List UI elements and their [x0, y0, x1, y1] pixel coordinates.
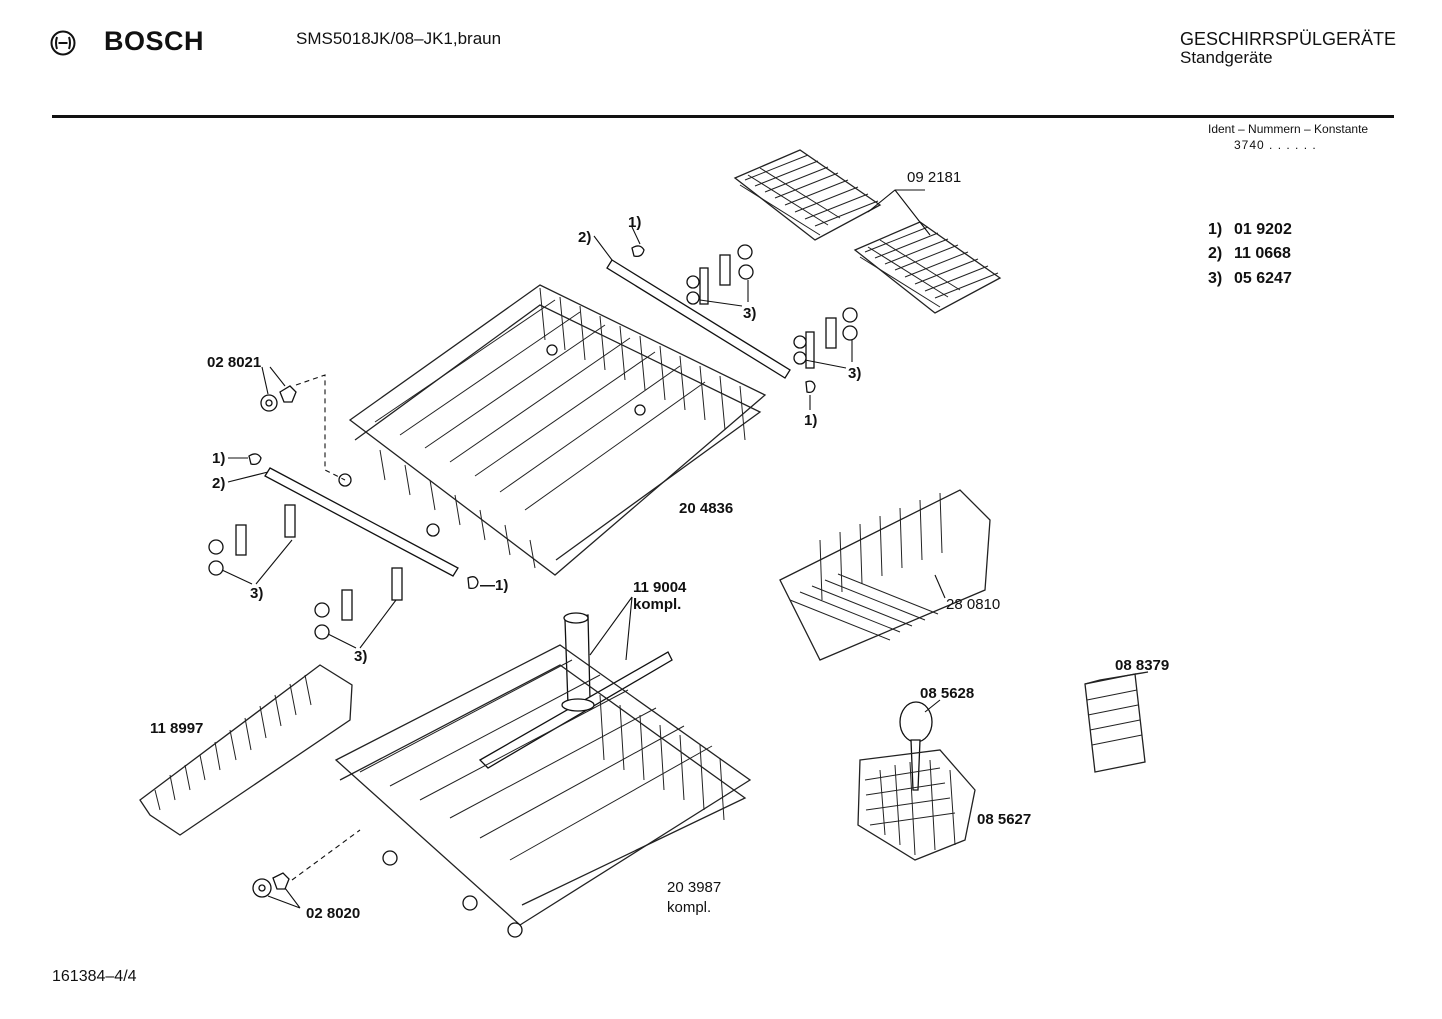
- legend-number: 1): [1208, 221, 1223, 238]
- roller-bracket-part[interactable]: [686, 244, 754, 305]
- brand-logo-text: BOSCH: [104, 26, 205, 56]
- part-label: 09 2181: [907, 169, 961, 186]
- callout-3: 3): [743, 305, 756, 322]
- ident-label: Ident – Nummern – Konstante: [1208, 122, 1369, 136]
- callout-2: 2): [578, 229, 591, 246]
- part-label: 02 8021: [207, 354, 261, 371]
- drawing-reference: 161384–4/4: [52, 968, 137, 985]
- category-subtitle: Standgeräte: [1180, 48, 1273, 67]
- callout-3: 3): [354, 648, 367, 665]
- callout-1: 1): [628, 214, 641, 231]
- roller-bracket-part[interactable]: [314, 567, 403, 640]
- part-label: 11 9004: [633, 579, 687, 596]
- bosch-armature-icon: [50, 30, 76, 56]
- cutlery-tray-part[interactable]: [733, 149, 882, 241]
- wheel-part[interactable]: [260, 385, 297, 412]
- rail-part[interactable]: [264, 467, 459, 577]
- legend-item: 3) 05 6247: [1208, 270, 1292, 288]
- legend-number: 2): [1208, 245, 1223, 262]
- callout-3: 3): [848, 365, 861, 382]
- part-label: 08 8379: [1115, 657, 1169, 674]
- model-number: SMS5018JK/08–JK1,braun: [296, 29, 502, 48]
- callout-1: 1): [804, 412, 817, 429]
- cutlery-tray-part[interactable]: [853, 221, 1002, 314]
- part-label: 11 8997: [150, 720, 203, 737]
- cutlery-basket-handle-part[interactable]: [899, 701, 933, 791]
- part-note: kompl.: [667, 899, 711, 916]
- plate-rack-part[interactable]: [139, 664, 353, 836]
- upper-basket-part[interactable]: [338, 284, 767, 576]
- legend-item: 1) 01 9202: [1208, 221, 1292, 239]
- part-label: 08 5628: [920, 685, 974, 702]
- legend-code: 05 6247: [1234, 270, 1292, 287]
- ident-value: 3740 . . . . . .: [1234, 138, 1317, 152]
- roller-bracket-part[interactable]: [793, 307, 858, 369]
- wheel-part[interactable]: [252, 872, 290, 898]
- legend-item: 2) 11 0668: [1208, 245, 1291, 263]
- header-divider: [52, 115, 1394, 118]
- clip-part[interactable]: [248, 453, 479, 590]
- spray-arm-part[interactable]: [478, 612, 673, 769]
- category-title: GESCHIRRSPÜLGERÄTE: [1180, 29, 1397, 49]
- small-cutlery-basket-part[interactable]: [1084, 671, 1149, 773]
- cutlery-basket-part[interactable]: [857, 749, 976, 861]
- rail-part[interactable]: [606, 259, 791, 379]
- part-label: 02 8020: [306, 905, 360, 922]
- part-label: 20 3987: [667, 879, 721, 896]
- callout-1: 1): [212, 450, 225, 467]
- legend-code: 01 9202: [1234, 221, 1292, 238]
- lower-basket-part[interactable]: [334, 644, 752, 938]
- part-label: 28 0810: [946, 596, 1000, 613]
- part-note: kompl.: [633, 596, 681, 613]
- part-label: 08 5627: [977, 811, 1031, 828]
- legend-number: 3): [1208, 270, 1223, 287]
- callout-2: 2): [212, 475, 225, 492]
- folding-rack-part[interactable]: [779, 489, 991, 661]
- callout-1: —1): [480, 577, 508, 594]
- legend-code: 11 0668: [1234, 245, 1291, 262]
- callout-3: 3): [250, 585, 263, 602]
- roller-bracket-part[interactable]: [208, 504, 296, 576]
- part-label: 20 4836: [679, 500, 733, 517]
- clip-part[interactable]: [631, 245, 816, 394]
